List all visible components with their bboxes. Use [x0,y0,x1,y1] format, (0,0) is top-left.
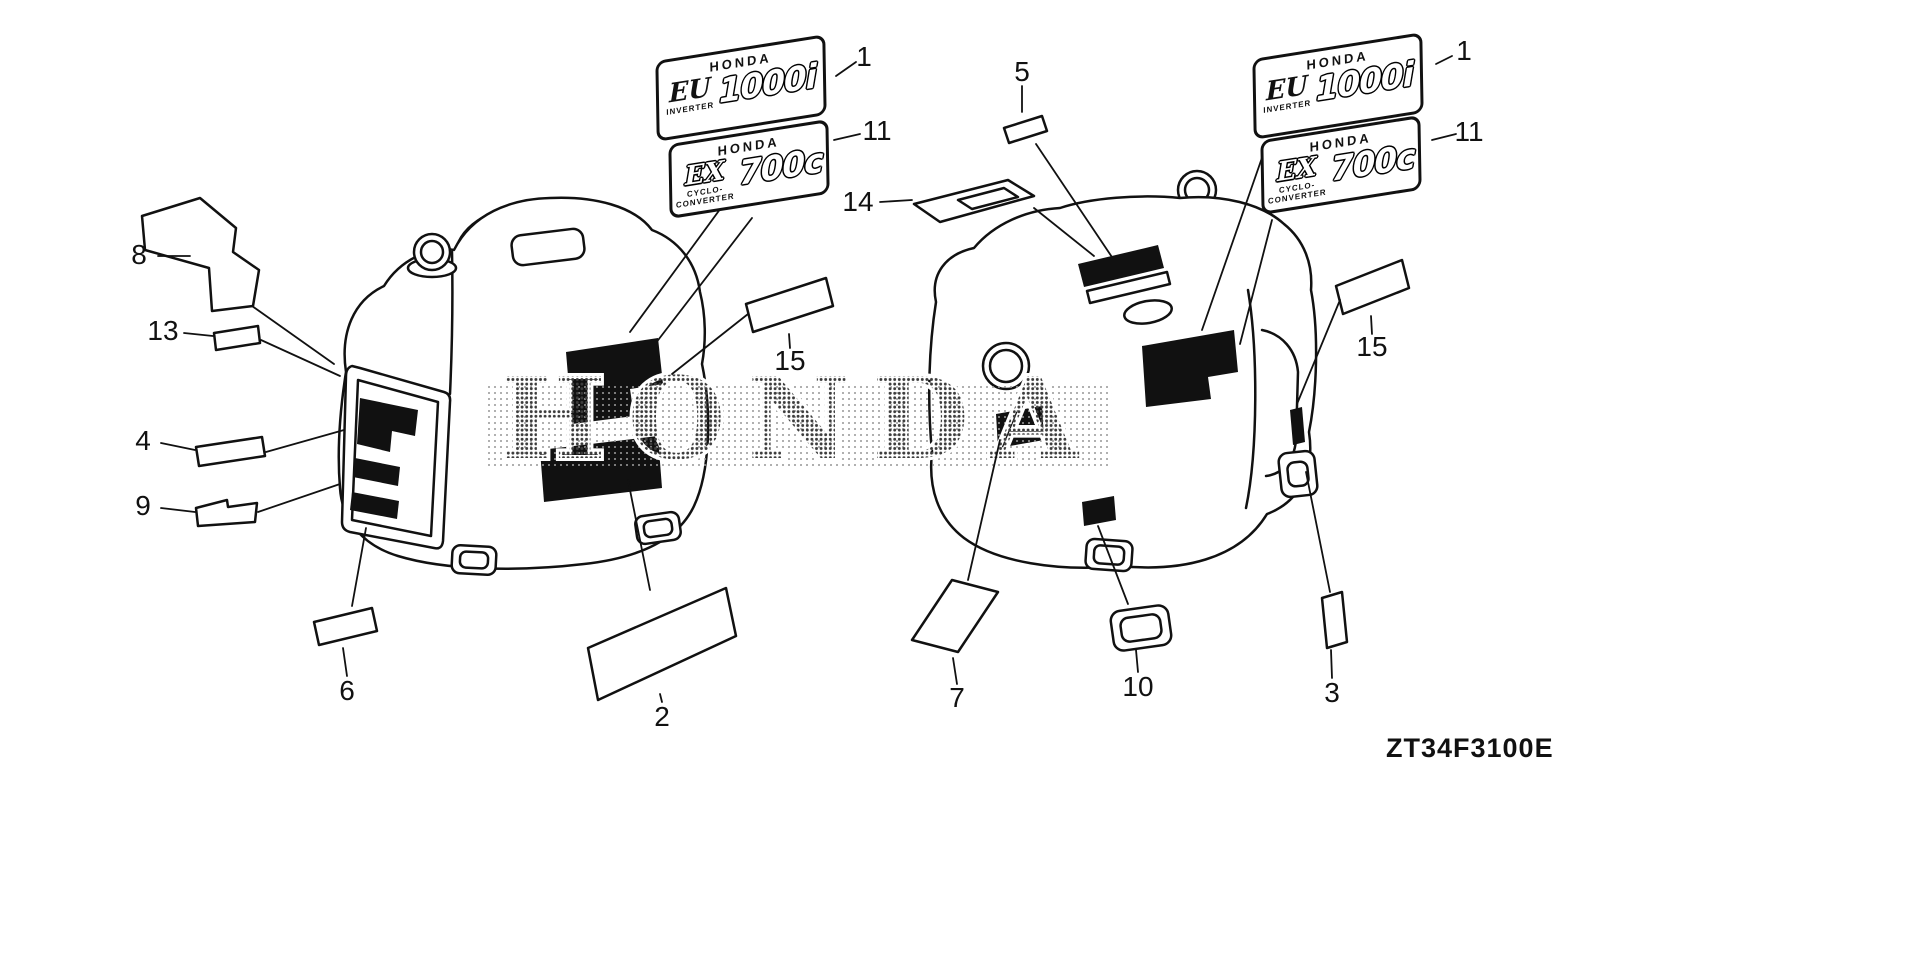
callout-3: 3 [1324,677,1340,708]
side-label-right-gen [1142,330,1238,407]
part-shape-14-inner [956,186,1020,211]
part-shape-5 [1002,114,1049,145]
part-shape-7 [910,578,1000,654]
callout-14: 14 [842,186,874,217]
callout-11-right: 11 [1454,116,1484,147]
generator-left-view [337,196,710,576]
halftone-watermark: HONDA [488,351,1112,488]
part-shape-2 [586,586,738,702]
callout-7: 7 [949,682,965,713]
part-shape-10 [1109,604,1173,652]
part-shape-10-inner [1119,613,1163,643]
part-shape-15-right [1334,258,1411,316]
bottom-label-small [1082,496,1116,526]
part-shape-6 [312,606,379,647]
drawing-code: ZT34F3100E [1386,733,1554,763]
top-label-outline [1085,270,1172,305]
part-shape-3 [1320,590,1349,650]
callout-15-right: 15 [1356,331,1388,362]
callout-13: 13 [147,315,179,346]
part-shape-13 [212,324,262,352]
callout-10: 10 [1122,671,1154,702]
generator-right-view [927,169,1319,573]
callout-6: 6 [339,675,355,706]
part-shape-8 [140,196,261,313]
part-label-shapes [140,114,1411,702]
panel-label-c [350,492,399,519]
part-shape-4 [194,435,267,468]
edge-label-small [1290,407,1305,445]
callout-9: 9 [135,490,151,521]
part-shape-14 [912,178,1036,224]
leader-lines [157,55,1457,703]
callout-15-left: 15 [774,345,806,376]
panel-label-b [353,458,400,486]
callout-1-left: 1 [856,41,872,72]
callout-11-left: 11 [862,115,892,146]
callout-4: 4 [135,425,151,456]
callout-1-right: 1 [1456,35,1472,66]
top-label-black [1078,245,1164,287]
part-shape-15-left [744,276,835,334]
watermark-text: HONDA [500,354,1100,485]
panel-label-a [357,398,418,452]
callout-8: 8 [131,239,147,270]
callout-2: 2 [654,701,670,732]
part-shape-9 [194,498,259,528]
callout-5: 5 [1014,56,1030,87]
